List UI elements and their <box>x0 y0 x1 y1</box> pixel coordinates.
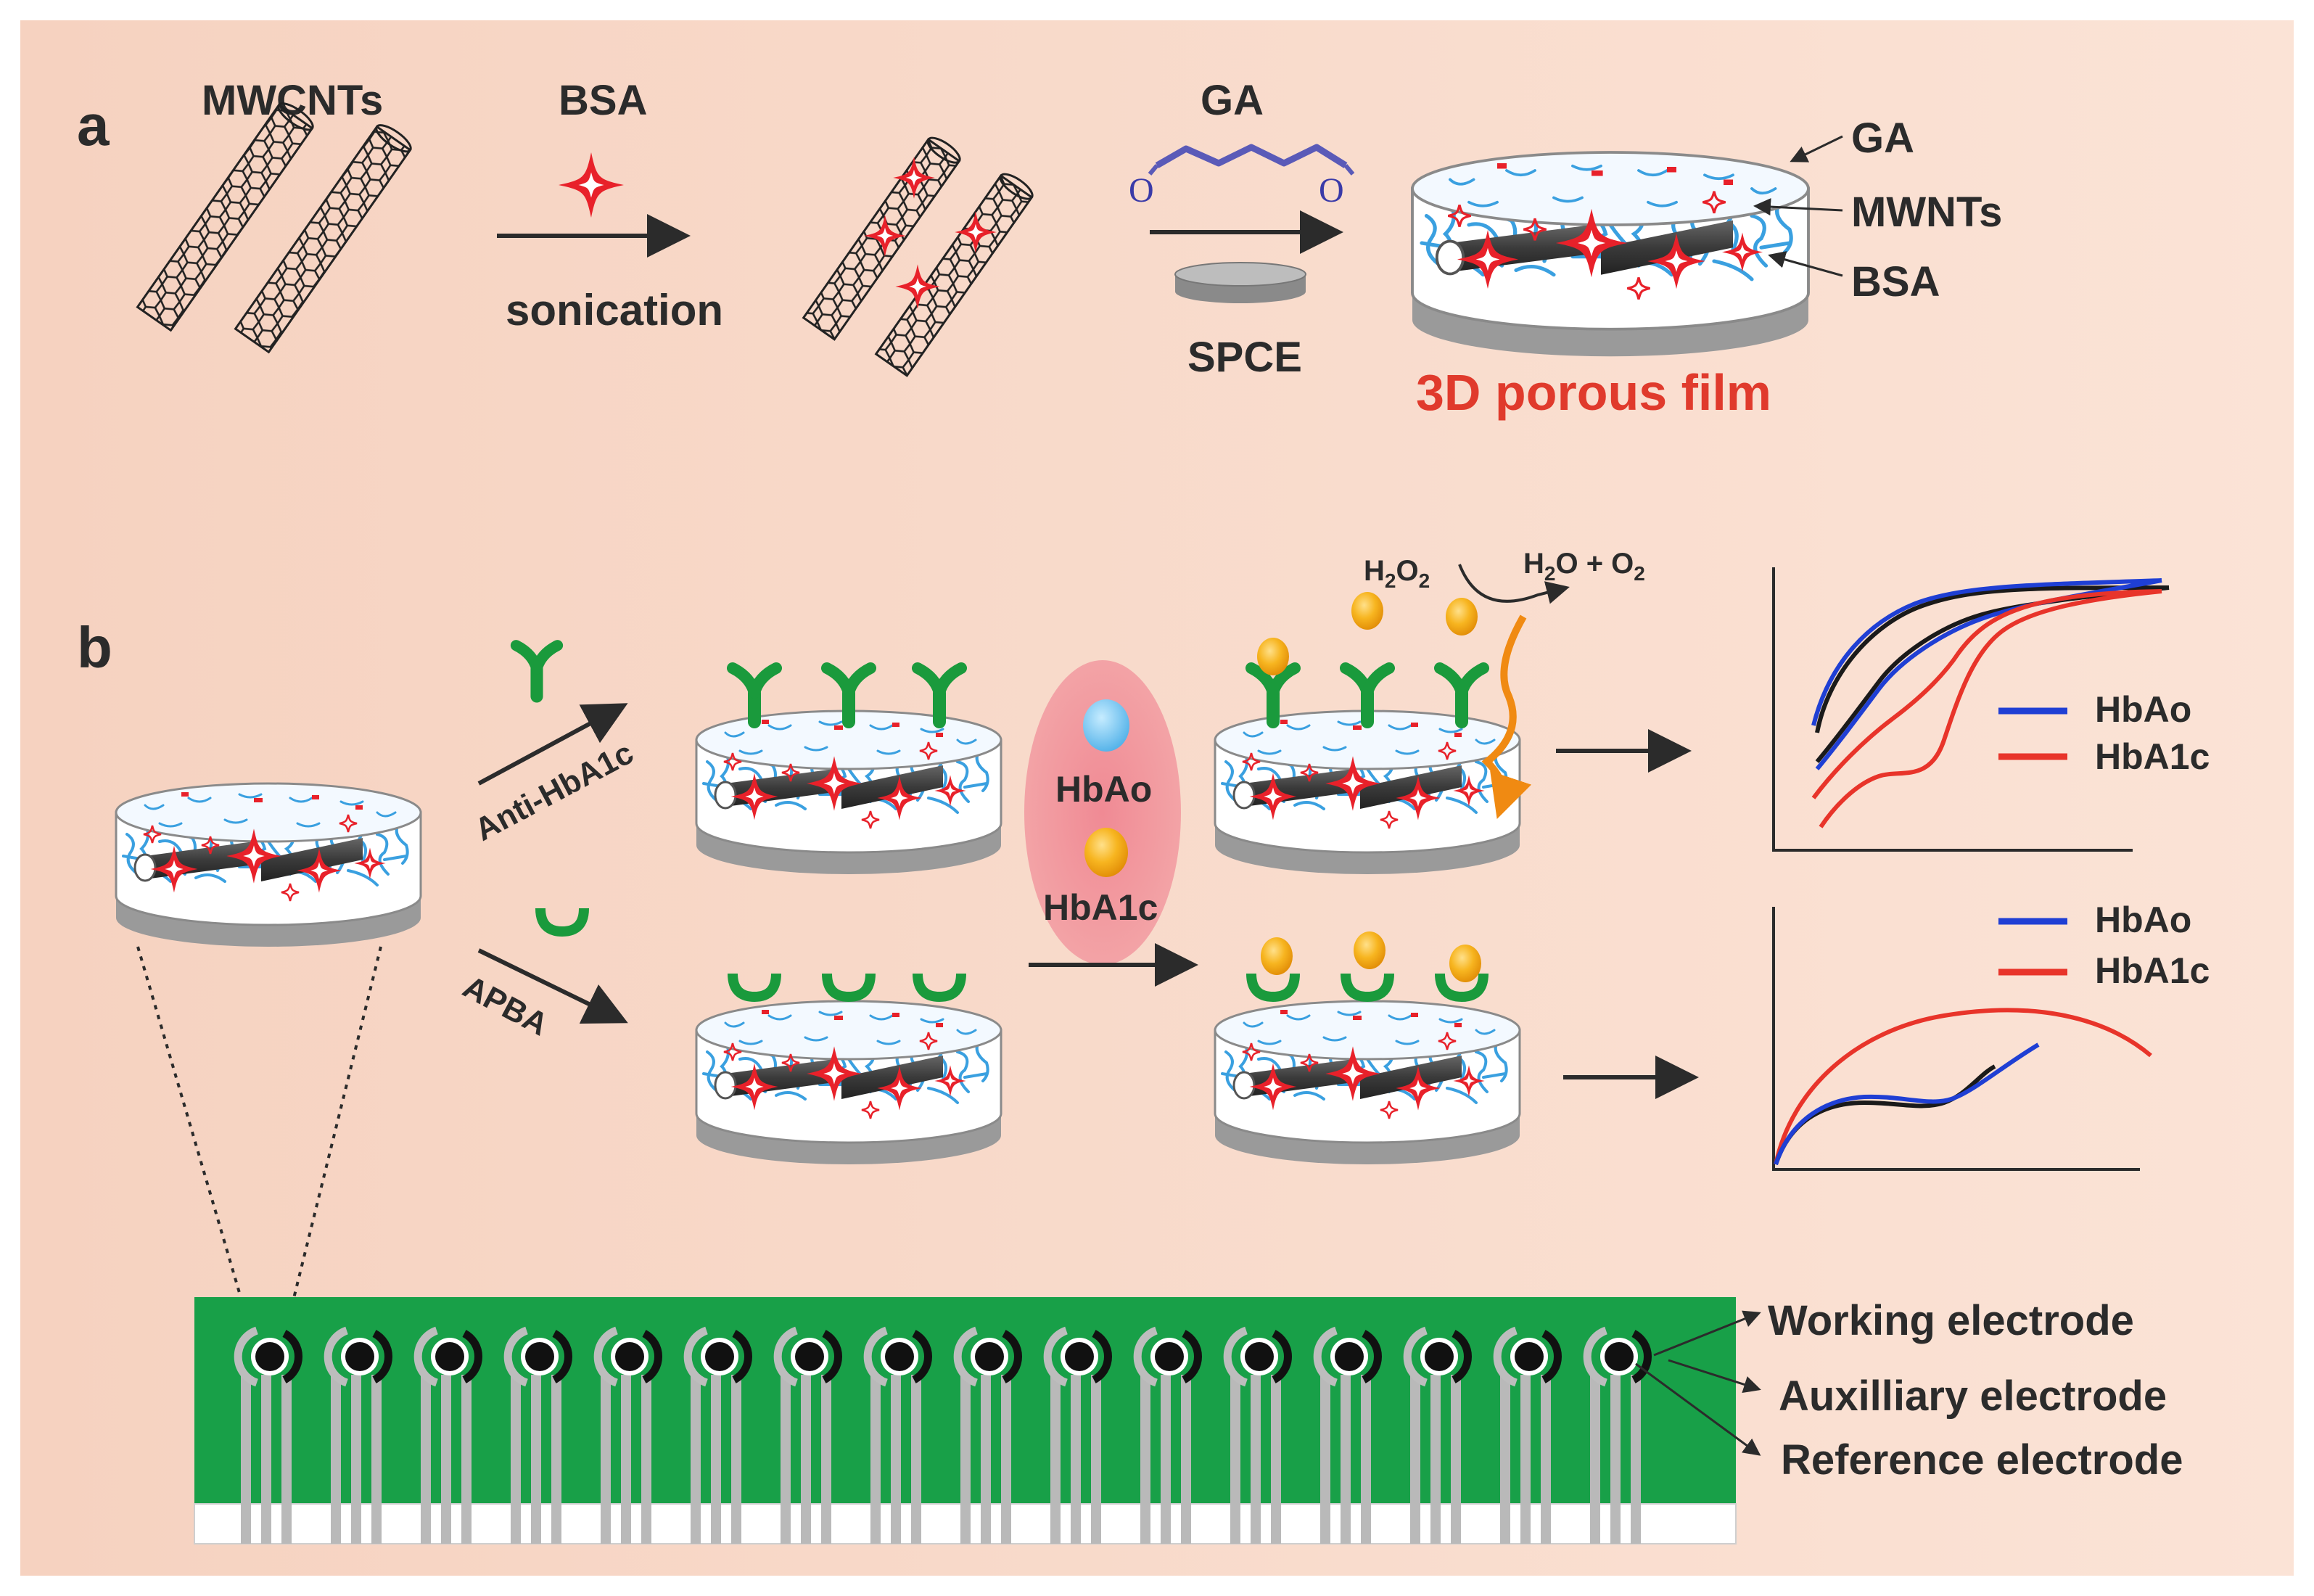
bsa-label: BSA <box>559 77 647 124</box>
zoom-line-right <box>281 946 382 1343</box>
porous-film-apba-bound <box>1215 1001 1520 1164</box>
electrode-unit <box>863 1326 932 1544</box>
zoom-line-left <box>136 946 255 1343</box>
mwcnt-tubes-pristine <box>136 102 412 354</box>
reaction-products-label: H2O + O2 <box>1523 548 1645 585</box>
electrode-unit <box>503 1326 572 1544</box>
electrode-unit <box>324 1326 392 1544</box>
ga-molecule-icon <box>1155 144 1348 168</box>
reaction-curve-arrow <box>1458 564 1570 604</box>
auxilliary-electrode-label: Auxilliary electrode <box>1779 1373 2167 1420</box>
reference-electrode-label: Reference electrode <box>1781 1436 2183 1484</box>
spce-label: SPCE <box>1187 334 1302 381</box>
panel-a-letter: a <box>77 93 110 157</box>
electrode-unit <box>683 1326 752 1544</box>
electrode-unit <box>413 1326 482 1544</box>
ga-oxygen-left: O <box>1129 171 1154 210</box>
bsa-pointer <box>1768 251 1843 277</box>
top-legend-label-hba1c: HbA1c <box>2095 736 2210 777</box>
film-mwnts-label: MWNTs <box>1851 189 2002 236</box>
electrode-unit <box>1223 1326 1292 1544</box>
porous-film-start <box>116 783 421 947</box>
working-electrode-label: Working electrode <box>1768 1297 2134 1344</box>
electrode-unit <box>1043 1326 1112 1544</box>
electrode-unit <box>773 1326 842 1544</box>
auxilliary-pointer <box>1668 1359 1761 1394</box>
ga-pointer <box>1790 135 1843 163</box>
porous-film-immunocomplex <box>1215 711 1520 874</box>
ga-oxygen-right: O <box>1319 171 1344 210</box>
porous-film-caption: 3D porous film <box>1416 364 1771 421</box>
bottom-legend-label-hbao: HbAo <box>2095 900 2191 940</box>
film-bsa-label: BSA <box>1851 258 1940 305</box>
electrode-unit <box>1313 1326 1382 1544</box>
electrode-unit <box>234 1326 302 1544</box>
h2o2-label: H2O2 <box>1364 555 1430 592</box>
hba1c-label: HbA1c <box>1043 887 1158 928</box>
bottom-legend-label-hba1c: HbA1c <box>2095 950 2210 991</box>
spce-disk <box>1174 262 1306 303</box>
electrode-array-board <box>194 1297 1737 1544</box>
hbao-label: HbAo <box>1055 769 1152 810</box>
hba1c-ball-icon <box>1084 828 1128 877</box>
electrode-unit <box>1403 1326 1472 1544</box>
electrode-unit <box>1583 1326 1652 1544</box>
electrode-unit <box>953 1326 1022 1544</box>
cv-plot-immunosensor: HbAo HbA1c <box>1772 567 2210 852</box>
apba-arrow <box>477 948 628 1024</box>
ga-label: GA <box>1201 77 1264 124</box>
sonication-label: sonication <box>506 286 723 334</box>
electrode-unit <box>1133 1326 1202 1544</box>
analyte-blob <box>1024 660 1181 965</box>
electrode-unit <box>593 1326 662 1544</box>
porous-film-large <box>1412 152 1808 356</box>
electron-transfer-arrow <box>1481 614 1532 819</box>
porous-film-apba <box>696 1001 1001 1164</box>
cv-plot-apba: HbAo HbA1c <box>1772 900 2210 1171</box>
anti-arrow <box>477 703 628 786</box>
mwnts-pointer <box>1753 198 1843 216</box>
top-legend-label-hbao: HbAo <box>2095 689 2191 730</box>
working-pointer <box>1653 1310 1761 1357</box>
panel-b-letter: b <box>77 615 112 680</box>
hbao-ball-icon <box>1083 699 1129 752</box>
reference-pointer <box>1635 1362 1761 1456</box>
film-ga-label: GA <box>1851 115 1914 162</box>
electrode-unit <box>1493 1326 1562 1544</box>
porous-film-antibody <box>696 711 1001 874</box>
mwcnt-tubes-bsa <box>802 136 1034 377</box>
